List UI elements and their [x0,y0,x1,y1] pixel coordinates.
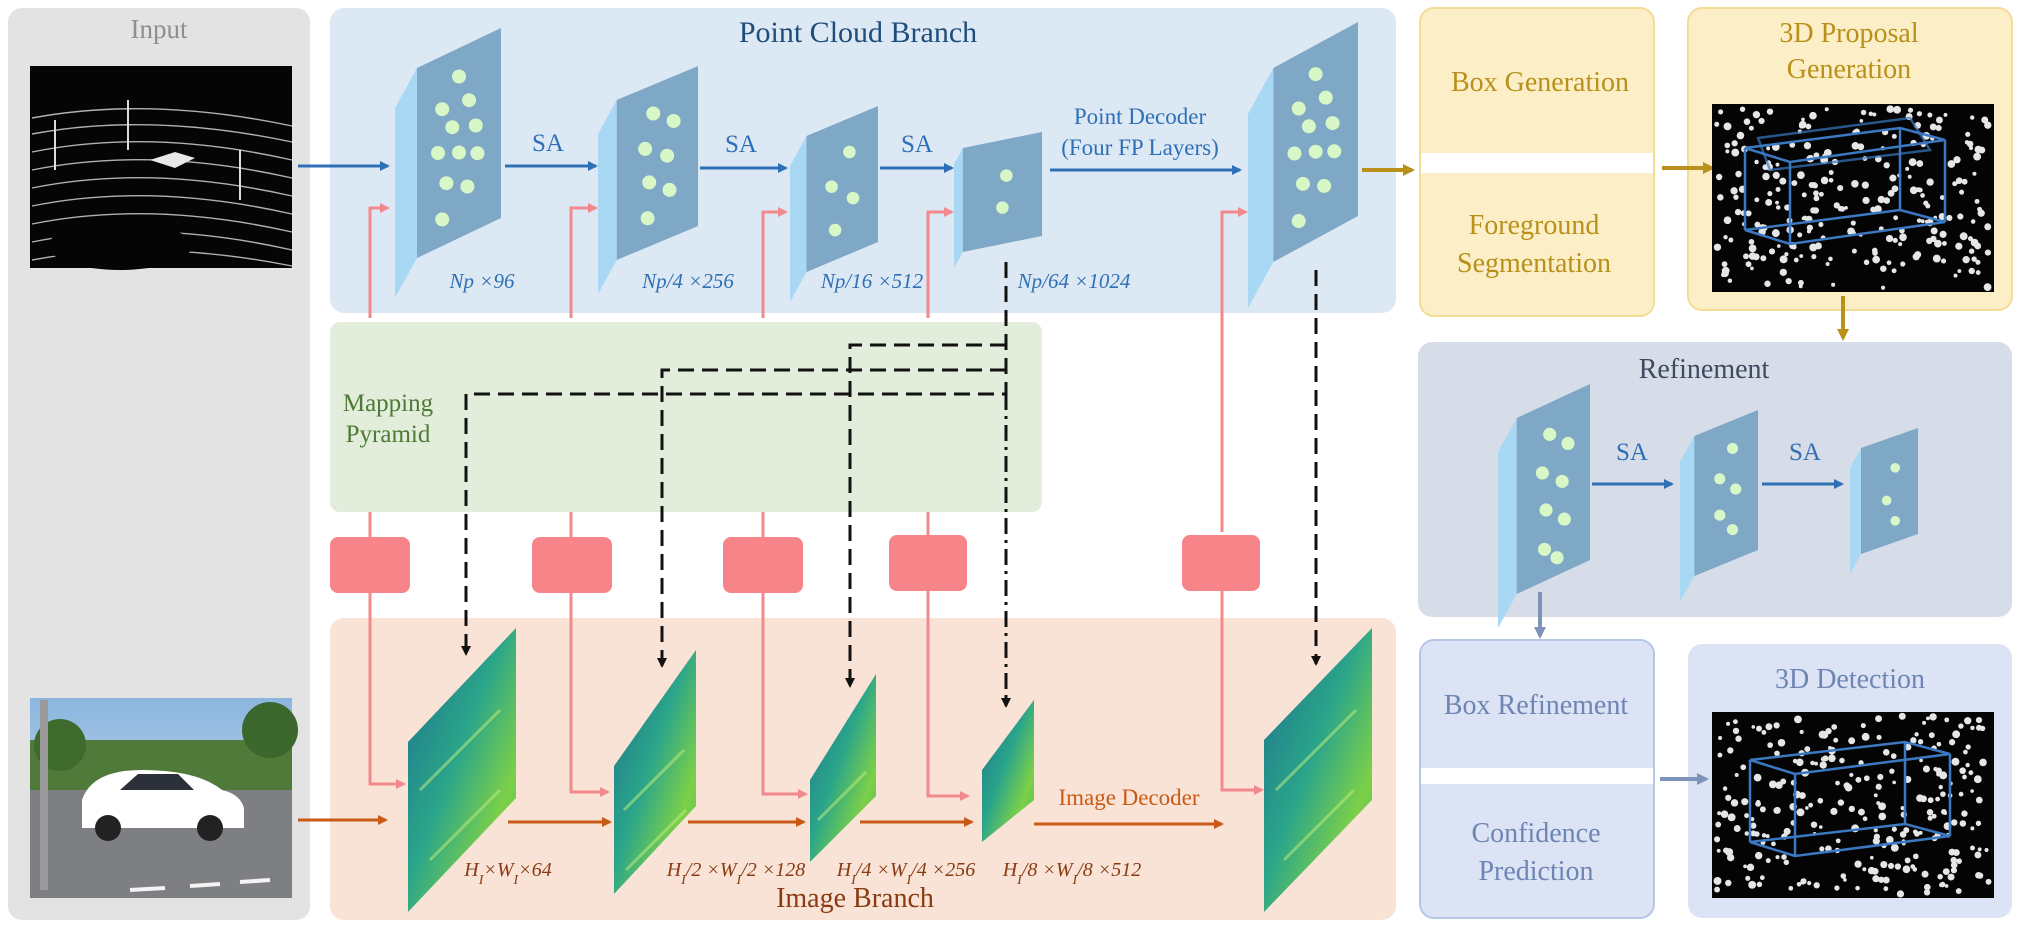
mapping-pyramid-panel [330,322,1042,512]
image-flow-arrows [298,815,1224,829]
output-divider [1421,768,1653,784]
mapping-label-1: Mapping [343,390,434,417]
point-branch-title: Point Cloud Branch [739,16,977,49]
camera-input-image [30,698,298,898]
refine-block-3 [1850,428,1918,574]
image-dim-3: HI/4 ×WI/4 ×256 [836,859,976,888]
fusion-module-3 [723,537,803,593]
refine-sa-label-1: SA [1616,439,1648,466]
point-dim-2: Np/4 ×256 [641,269,734,293]
image-branch-title: Image Branch [776,883,934,914]
lidar-input-image [30,66,293,270]
head-divider [1421,153,1653,173]
fusion-module-5 [1182,535,1260,591]
point-flow-arrows [298,161,1242,175]
detection-visualization [1712,712,1994,898]
point-decoder-label-2: (Four FP Layers) [1061,135,1219,160]
fusion-module-1 [330,537,410,593]
proposal-title-2: Generation [1787,54,1911,85]
sa-label-3: SA [901,131,933,158]
image-feature-map-3 [810,674,876,862]
proposal-visualization [1712,104,1994,292]
point-feature-block-1 [395,28,501,298]
refine-block-1 [1498,384,1590,628]
point-decoder-label-1: Point Decoder [1074,104,1207,129]
mapping-dashed-lines [461,262,1321,688]
mapping-label-2: Pyramid [346,421,431,448]
box-refinement-label: Box Refinement [1444,690,1629,721]
refine-sa-label-2: SA [1789,439,1821,466]
point-dim-1: Np ×96 [449,269,515,293]
fg-seg-label-1: Foreground [1469,210,1600,241]
point-feature-block-4 [954,132,1042,268]
proposal-title-1: 3D Proposal [1779,18,1918,49]
point-feature-block-5 [1248,22,1358,308]
confidence-label-1: Confidence [1471,818,1600,849]
image-feature-map-2 [614,650,696,894]
point-feature-block-3 [790,106,878,302]
fusion-modules [330,535,1260,593]
image-dim-1: HI×WI×64 [463,859,551,888]
refine-block-2 [1680,410,1758,602]
point-dim-4: Np/64 ×1024 [1017,269,1131,293]
sa-label-1: SA [532,130,564,157]
image-feature-map-1 [408,628,516,912]
sa-label-2: SA [725,131,757,158]
image-decoder-label: Image Decoder [1058,785,1199,810]
input-title: Input [131,14,188,44]
point-dim-3: Np/16 ×512 [820,269,924,293]
box-generation-label: Box Generation [1451,67,1629,98]
refinement-title: Refinement [1639,354,1770,385]
detection-title: 3D Detection [1775,664,1925,695]
confidence-label-2: Prediction [1478,856,1593,887]
fusion-connectors [368,203,1264,801]
fusion-module-4 [889,535,967,591]
image-feature-map-5 [1264,628,1372,912]
image-dim-4: HI/8 ×WI/8 ×512 [1002,859,1142,888]
point-feature-block-2 [598,66,698,294]
image-dim-2: HI/2 ×WI/2 ×128 [666,859,806,888]
image-feature-map-4 [982,700,1034,842]
fg-seg-label-2: Segmentation [1457,248,1611,279]
fusion-module-2 [532,537,612,593]
